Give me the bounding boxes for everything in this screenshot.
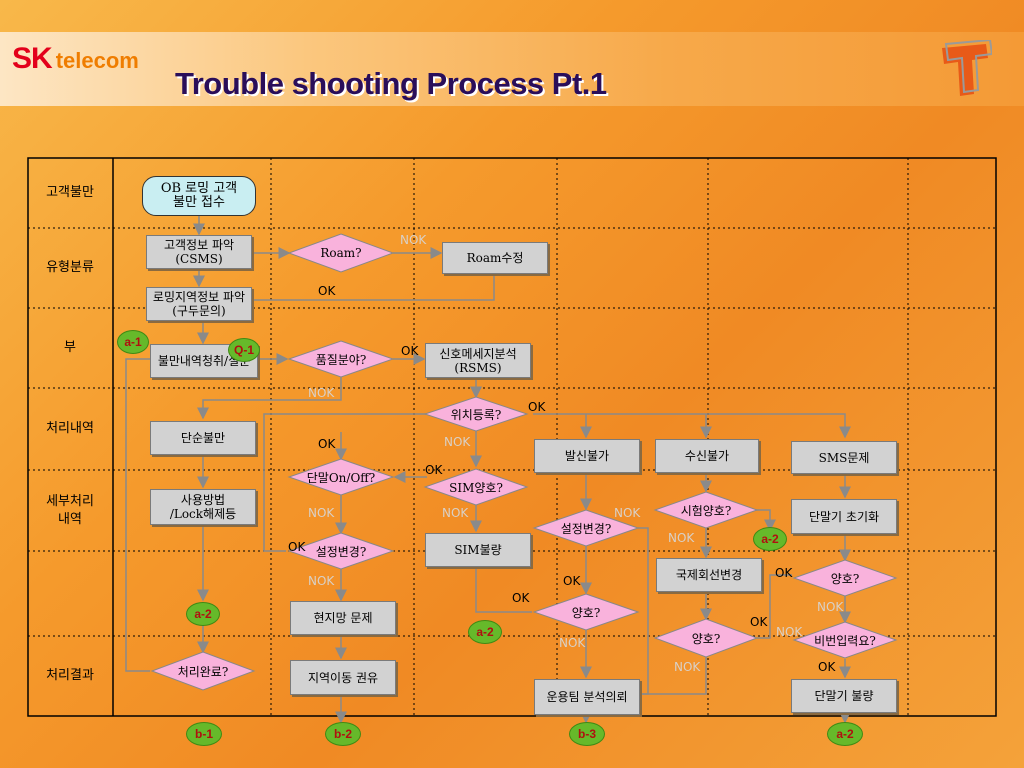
box-ops-analysis: 운용팀 분석의뢰 bbox=[534, 679, 640, 715]
row-label-process-details: 처리내역 bbox=[46, 421, 94, 436]
decision-quality bbox=[287, 340, 395, 378]
box-outgoing-fail: 발신불가 bbox=[534, 439, 640, 473]
decision-roam-label: Roam? bbox=[320, 246, 362, 260]
box-roam-fix: Roam수정 bbox=[442, 242, 548, 274]
decision-terminal-onoff bbox=[287, 458, 395, 496]
box-local-network: 현지망 문제 bbox=[290, 601, 396, 635]
ok-label: OK bbox=[318, 437, 336, 451]
badge-a-2-bottom: a-2 bbox=[827, 722, 863, 746]
box-roaming-area-info: 로밍지역정보 파악 (구두문의) bbox=[146, 287, 252, 321]
decision-sim-ok-label: SIM양호? bbox=[449, 480, 503, 495]
decision-good-1 bbox=[532, 593, 640, 631]
nok-label: NOK bbox=[668, 531, 695, 545]
badge-a-2-right: a-2 bbox=[753, 527, 787, 551]
decision-good-2 bbox=[653, 618, 759, 658]
decision-location bbox=[423, 396, 529, 432]
box-simple-complaint: 단순불만 bbox=[150, 421, 256, 455]
badge-b-2: b-2 bbox=[325, 722, 361, 746]
decision-terminal-onoff-label: 단말On/Off? bbox=[306, 470, 376, 485]
box-terminal-reset: 단말기 초기화 bbox=[791, 499, 897, 534]
box-intl-line-change: 국제회선변경 bbox=[656, 558, 762, 592]
row-label-customer-complaint: 고객불만 bbox=[46, 185, 94, 200]
nok-label: NOK bbox=[308, 574, 335, 588]
badge-b-3: b-3 bbox=[569, 722, 605, 746]
box-region-move: 지역이동 권유 bbox=[290, 660, 396, 695]
row-label-sub-process: 세부처리 내역 bbox=[46, 493, 94, 527]
decision-location-label: 위치등록? bbox=[450, 407, 502, 422]
badge-a-2-mid: a-2 bbox=[468, 620, 502, 644]
badge-q-1: Q-1 bbox=[228, 338, 260, 362]
ok-label: OK bbox=[401, 344, 419, 358]
box-sms-problem: SMS문제 bbox=[791, 441, 897, 474]
decision-test-ok bbox=[653, 491, 759, 529]
nok-label: NOK bbox=[442, 506, 469, 520]
nok-label: NOK bbox=[400, 233, 427, 247]
decision-setting-change-2-label: 설정변경? bbox=[560, 521, 612, 536]
decision-setting-change-1-label: 설정변경? bbox=[315, 544, 367, 559]
ok-label: OK bbox=[512, 591, 530, 605]
decision-pw-needed-label: 비번입력요? bbox=[814, 633, 876, 648]
decision-shapes bbox=[150, 233, 898, 691]
box-usage-lock: 사용방법 /Lock해제등 bbox=[150, 489, 256, 525]
nok-label: NOK bbox=[308, 386, 335, 400]
nok-label: NOK bbox=[559, 636, 586, 650]
decision-good-3 bbox=[792, 559, 898, 597]
decision-pw-needed bbox=[792, 621, 898, 659]
box-terminal-bad: 단말기 불량 bbox=[791, 679, 897, 713]
decision-setting-change-2 bbox=[532, 509, 640, 547]
ok-label: OK bbox=[750, 615, 768, 629]
nok-label: NOK bbox=[817, 600, 844, 614]
row-label-result: 처리결과 bbox=[46, 668, 94, 683]
ok-label: OK bbox=[528, 400, 546, 414]
row-label-type-classification: 유형분류 bbox=[46, 260, 94, 275]
ok-label: OK bbox=[818, 660, 836, 674]
header-band bbox=[0, 32, 1024, 106]
ok-label: OK bbox=[318, 284, 336, 298]
connectors bbox=[125, 216, 851, 724]
row-label-part: 부 bbox=[64, 340, 76, 355]
badge-a-1: a-1 bbox=[117, 330, 149, 354]
decision-sim-ok bbox=[423, 468, 529, 506]
decision-good-1-label: 양호? bbox=[571, 605, 601, 620]
box-sim-bad: SIM불량 bbox=[425, 533, 531, 567]
nok-label: NOK bbox=[614, 506, 641, 520]
decision-good-3-label: 양호? bbox=[830, 571, 860, 586]
nok-label: NOK bbox=[308, 506, 335, 520]
box-signal-analysis: 신호메세지분석 (RSMS) bbox=[425, 343, 531, 378]
page-title: Trouble shooting Process Pt.1 bbox=[175, 66, 607, 101]
decision-done-label: 처리완료? bbox=[177, 664, 229, 679]
ok-label: OK bbox=[563, 574, 581, 588]
nok-label: NOK bbox=[444, 435, 471, 449]
ok-label: OK bbox=[775, 566, 793, 580]
t-brand-icon bbox=[942, 40, 992, 96]
decision-done bbox=[150, 651, 256, 691]
start-ob-roaming-complaint: OB 로밍 고객 불만 접수 bbox=[142, 176, 256, 216]
logo-sk: SK bbox=[12, 42, 53, 75]
decision-roam bbox=[287, 233, 395, 273]
ok-label: OK bbox=[425, 463, 443, 477]
logo-telecom: telecom bbox=[55, 48, 139, 73]
decision-setting-change-1 bbox=[287, 532, 395, 570]
decision-quality-label: 품질분야? bbox=[315, 352, 367, 367]
decision-test-ok-label: 시험양호? bbox=[680, 503, 732, 518]
badge-b-1: b-1 bbox=[186, 722, 222, 746]
nok-label: NOK bbox=[674, 660, 701, 674]
ok-label: OK bbox=[288, 540, 306, 554]
box-incoming-fail: 수신불가 bbox=[655, 439, 759, 473]
nok-label: NOK bbox=[776, 625, 803, 639]
decision-good-2-label: 양호? bbox=[691, 631, 721, 646]
badge-a-2-left: a-2 bbox=[186, 602, 220, 626]
box-customer-info: 고객정보 파악 (CSMS) bbox=[146, 235, 252, 269]
